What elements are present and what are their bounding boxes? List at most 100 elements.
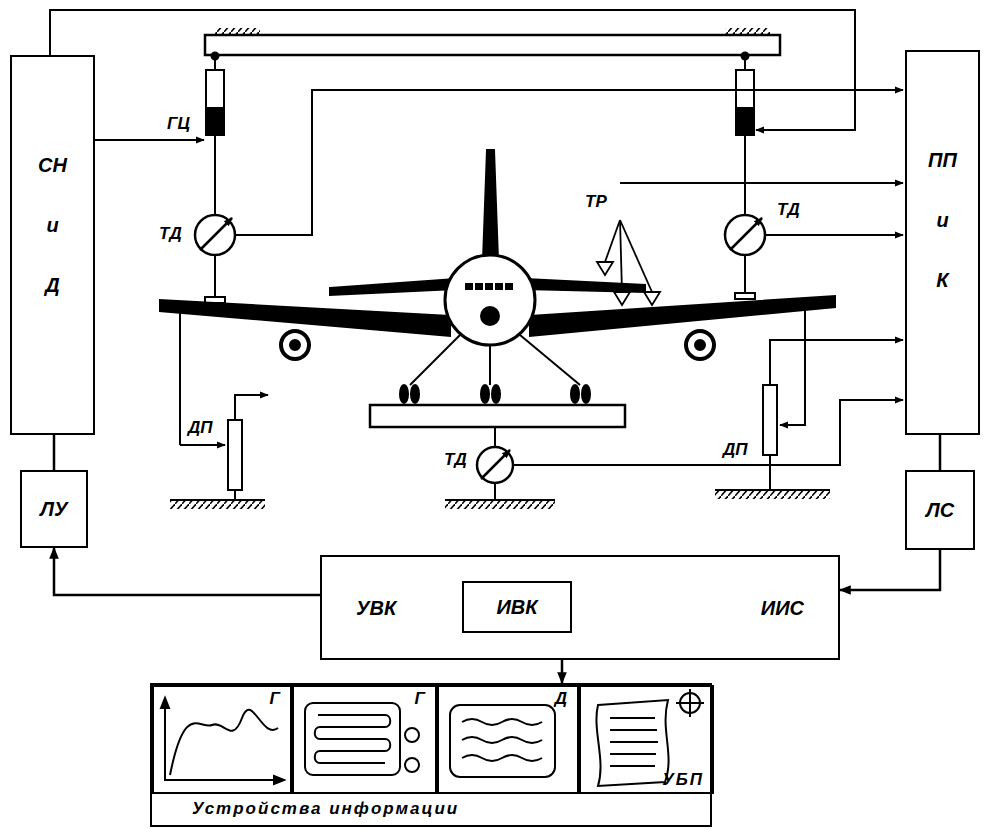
displacement-sensor [763, 385, 777, 455]
signal-wire [513, 400, 903, 465]
node-label: ПП и К [928, 130, 957, 310]
aircraft [483, 150, 498, 260]
strain-gauge [620, 220, 622, 292]
displacement-sensor [180, 305, 903, 500]
ground-symbol [445, 499, 555, 501]
connector [54, 548, 320, 595]
force-sensor [195, 215, 235, 255]
signal-wire [620, 182, 903, 184]
aircraft [370, 405, 625, 427]
component-label: ДП [722, 440, 749, 460]
ground-symbol [715, 490, 830, 499]
connector [939, 435, 942, 470]
aircraft [281, 331, 309, 359]
strain-gauge [597, 220, 660, 305]
displacement-sensor [780, 305, 805, 425]
output-device-icon [676, 689, 704, 717]
node-label: ЛС [926, 498, 954, 522]
connector [53, 435, 56, 470]
node-label: ИИС [761, 596, 804, 620]
aircraft [330, 279, 455, 295]
displacement-sensor [769, 455, 771, 490]
component-label: ДП [187, 418, 214, 438]
aircraft [494, 427, 496, 447]
converter-box: ПП и К [905, 50, 980, 435]
ground-symbol [170, 500, 265, 509]
displacement-sensor [179, 310, 181, 445]
aircraft [486, 284, 492, 289]
node-label: Д [555, 689, 569, 709]
signal-unit-box: СН и Д [10, 55, 95, 435]
aircraft [525, 279, 645, 292]
hydraulic-cylinder [744, 255, 746, 293]
aircraft [476, 284, 482, 289]
output-device-icon [405, 758, 419, 772]
aircraft [411, 385, 419, 403]
ground-symbol [715, 489, 830, 491]
signal-wire [765, 234, 903, 236]
hydraulic-cylinder [736, 70, 754, 135]
component-label: ТР [584, 192, 608, 212]
device-cell: УБП [579, 685, 714, 794]
support-beam [215, 28, 260, 35]
hydraulic-cylinder [736, 108, 754, 135]
support-beam [725, 28, 770, 35]
device-cell: Г [152, 685, 292, 794]
hydraulic-cylinder [214, 135, 216, 215]
aircraft [506, 284, 512, 289]
displacement-sensor [235, 395, 268, 420]
aircraft [489, 345, 491, 385]
force-sensor [477, 447, 513, 483]
aircraft [400, 385, 408, 403]
hydraulic-cylinder [214, 255, 216, 297]
hydraulic-cylinder [744, 56, 746, 70]
aircraft [160, 300, 450, 336]
strain-gauge [614, 292, 630, 305]
output-device-icon [462, 755, 542, 761]
force-sensor [725, 215, 765, 255]
node-label: УБП [662, 770, 704, 790]
support-beam [205, 35, 780, 55]
ground-symbol [170, 499, 265, 501]
component-label: ТД [443, 450, 468, 470]
output-device-icon [462, 719, 542, 725]
output-device-icon [305, 703, 400, 775]
node-label: СН и Д [38, 135, 67, 315]
signal-wire [50, 10, 855, 130]
aircraft [492, 385, 500, 403]
hydraulic-cylinder [206, 70, 224, 135]
line-box: ЛС [905, 470, 975, 550]
strain-gauge [620, 220, 652, 292]
strain-gauge [605, 220, 620, 262]
output-devices-panel: Устройства информацииГГДУБП [150, 683, 712, 827]
output-device-icon [462, 737, 542, 743]
support-beam [205, 28, 780, 60]
aircraft [496, 284, 502, 289]
aircraft [481, 385, 489, 403]
signal-wire [95, 139, 204, 141]
aircraft [481, 307, 499, 325]
hydraulic-cylinder [744, 135, 746, 215]
aircraft [686, 331, 714, 359]
output-device-icon [170, 710, 278, 775]
output-device-icon [405, 728, 419, 742]
output-device-icon [450, 705, 555, 777]
strain-gauge [597, 262, 613, 275]
force-sensor [481, 450, 510, 479]
ground-symbol [170, 490, 830, 509]
node-label: Г [270, 689, 282, 709]
aircraft [520, 335, 580, 385]
aircraft [530, 296, 835, 336]
node-label: УВК [356, 596, 396, 620]
computer-box: ИВК [462, 581, 572, 633]
aircraft [445, 255, 535, 345]
output-device-icon [315, 715, 391, 763]
output-device-icon [165, 700, 282, 780]
force-sensor [200, 218, 232, 250]
node-label: Г [415, 689, 427, 709]
output-device-icon [610, 718, 658, 766]
component-label: ГЦ [166, 114, 191, 134]
